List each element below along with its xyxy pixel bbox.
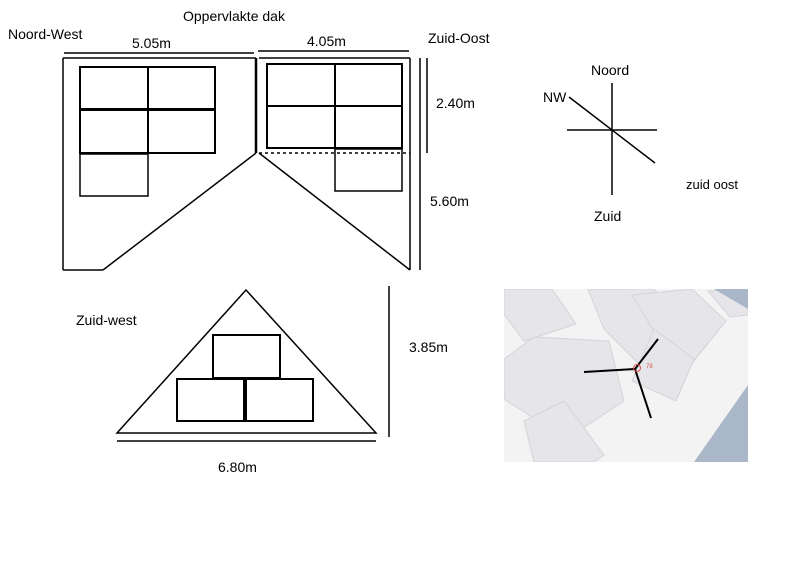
roof-face-zuid-west — [115, 288, 378, 434]
label-zuid-oost: Zuid-Oost — [428, 30, 490, 46]
dim-nw-width: 5.05m — [132, 35, 171, 51]
solar-panel — [79, 66, 149, 110]
compass-label-zuid: Zuid — [594, 208, 622, 224]
label-noord-west: Noord-West — [8, 26, 83, 42]
roof-face-zuid-oost — [258, 57, 411, 271]
solar-panel — [334, 105, 403, 149]
solar-panel — [79, 109, 149, 154]
solar-panel — [79, 153, 149, 197]
compass-label-nw: NW — [543, 89, 567, 105]
compass-rose — [567, 83, 657, 195]
solar-panel — [176, 378, 245, 422]
solar-panels-zuid-oost — [266, 63, 403, 192]
solar-panel — [266, 63, 336, 107]
compass-label-zuid-oost: zuid oost — [686, 177, 739, 192]
solar-panels-zuid-west — [176, 334, 314, 422]
solar-panel — [212, 334, 281, 379]
solar-panel — [245, 378, 314, 422]
page-title: Oppervlakte dak — [183, 8, 285, 24]
solar-panel — [147, 109, 216, 154]
dim-total-height: 5.60m — [430, 193, 469, 209]
map-snippet: 78 — [504, 289, 748, 462]
dim-zo-upper-height: 2.40m — [436, 95, 475, 111]
dim-zw-height: 3.85m — [409, 339, 448, 355]
dim-zo-width: 4.05m — [307, 33, 346, 49]
compass-label-noord: Noord — [591, 62, 630, 78]
solar-panels-noord-west — [79, 66, 216, 197]
map-marker-icon — [633, 364, 641, 372]
map-marker-label: 78 — [646, 364, 653, 370]
label-zuid-west: Zuid-west — [76, 312, 137, 328]
roof-face-noord-west — [62, 57, 258, 271]
solar-panel — [147, 66, 216, 110]
solar-panel — [334, 63, 403, 107]
dim-zw-width: 6.80m — [218, 459, 257, 475]
marker-lines — [583, 338, 659, 419]
solar-panel — [334, 148, 403, 192]
solar-panel — [266, 105, 336, 149]
